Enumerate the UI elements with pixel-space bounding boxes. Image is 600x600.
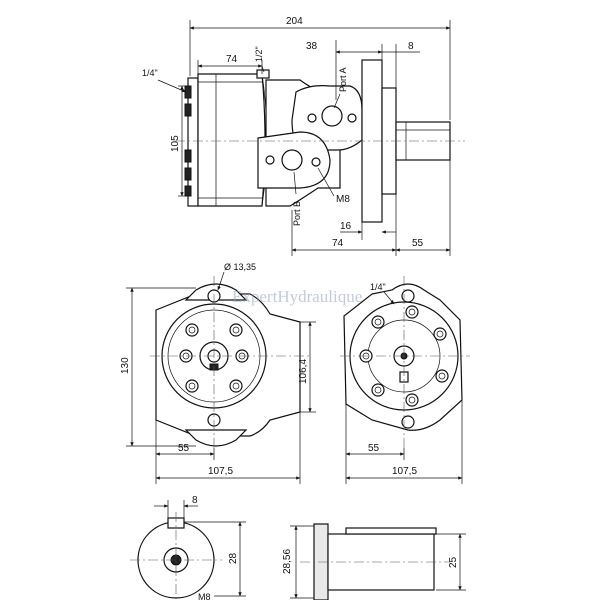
- dim-port-offset: 38: [306, 40, 383, 100]
- dim-204-label: 204: [286, 16, 303, 27]
- dim-74-top-label: 74: [226, 54, 238, 65]
- port-block: [257, 79, 363, 207]
- dim-28-label: 28: [228, 552, 239, 564]
- rear-drain-callout: 1/4": [370, 282, 395, 305]
- dim-bolt-circle: 106,4: [298, 321, 316, 413]
- dim-105-label: 105: [170, 135, 181, 152]
- shaft-side-view: 28,56 25: [282, 523, 466, 600]
- port-size-callout: 1/2": [254, 46, 265, 73]
- dim-55-front-label: 55: [178, 443, 190, 454]
- dim-16-label: 16: [340, 221, 352, 232]
- dim-overall-length: 204: [189, 16, 451, 120]
- dim-front-height: 130: [120, 287, 196, 447]
- port-a-label: Port A: [338, 67, 348, 92]
- port-a-callout: Port A: [333, 67, 348, 109]
- dim-key-height: 28: [184, 521, 246, 597]
- motor-side-view: 204 38 8 74 1/2" 1/4": [142, 16, 465, 256]
- port-b-callout: Port B: [292, 171, 302, 226]
- dim-front-half-width: 55: [155, 420, 215, 460]
- dim-25-label: 25: [448, 556, 459, 568]
- shaft-thread-label: M8: [198, 592, 211, 600]
- dim-107-5-front-label: 107,5: [208, 466, 233, 477]
- dim-55-rear-label: 55: [368, 443, 380, 454]
- dim-106-4-label: 106,4: [298, 359, 309, 384]
- dim-38-label: 38: [306, 41, 318, 52]
- dim-height: 105: [170, 85, 188, 197]
- dim-front-width: 107,5: [155, 412, 301, 484]
- dim-8-label: 8: [408, 41, 414, 52]
- dim-130-label: 130: [120, 357, 131, 374]
- thread-callout: M8: [317, 167, 350, 205]
- dim-body-length: 74: [197, 54, 263, 74]
- dim-shaft-length: 55: [395, 160, 451, 256]
- drain-callout: 1/4": [142, 68, 187, 93]
- dim-shaft-dia: 25: [436, 533, 466, 591]
- dim-shaft-dia-key: 28,56: [282, 525, 314, 599]
- dim-mount-to-port: 74: [291, 194, 397, 256]
- dim-28-56-label: 28,56: [282, 549, 293, 574]
- dim-55-top-label: 55: [412, 238, 424, 249]
- dim-pilot-length: 16: [340, 221, 396, 240]
- dim-107-5-rear-label: 107,5: [392, 466, 417, 477]
- drain-size-label: 1/4": [142, 68, 158, 78]
- motor-front-view: Ø 13,35 130 106,4 55 107,5: [120, 262, 316, 484]
- dim-flange-thickness: 8: [381, 41, 420, 88]
- motor-end-cap: [184, 77, 199, 207]
- port-b-label: Port B: [292, 201, 302, 226]
- hole-dia-label: Ø 13,35: [224, 262, 256, 272]
- dim-rear-width: 107,5: [345, 400, 463, 484]
- thread-m8-label: M8: [336, 194, 350, 205]
- motor-rear-view: 1/4" 55 107,5: [340, 276, 470, 484]
- dim-74-bottom-label: 74: [332, 238, 344, 249]
- watermark: ExpertHydraulique: [232, 287, 362, 306]
- shaft-end-view: 8 28 M8: [130, 495, 246, 600]
- dim-rear-half-width: 55: [345, 404, 405, 460]
- rear-drain-label: 1/4": [370, 282, 386, 292]
- hole-dia-callout: Ø 13,35: [217, 262, 256, 291]
- port-size-label: 1/2": [254, 46, 264, 62]
- dim-key-width: 8: [154, 495, 198, 518]
- dim-key-8-label: 8: [192, 495, 198, 506]
